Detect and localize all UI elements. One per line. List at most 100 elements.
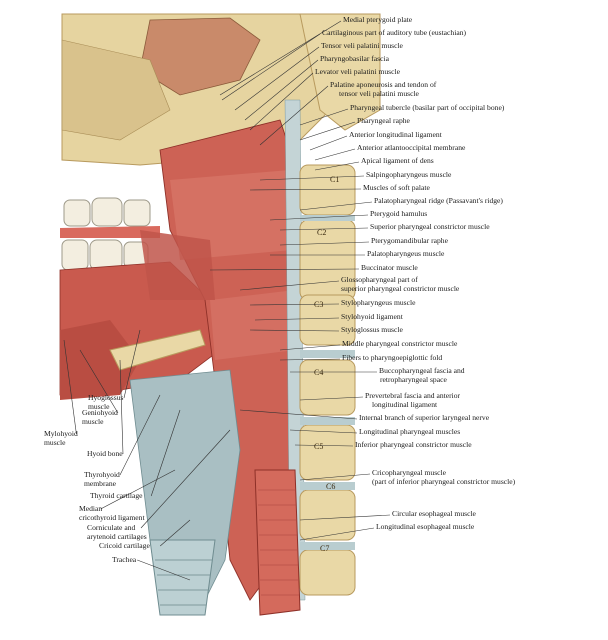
vertebra-label-c3: C3 bbox=[314, 300, 324, 309]
leader-stylopharyngeus bbox=[249, 303, 340, 306]
label-fibers-pharyngoepiglottic: Fibers to pharyngoepiglottic fold bbox=[342, 353, 443, 362]
vertebra-label-c1: C1 bbox=[330, 175, 340, 184]
leader-internal-branch-sln bbox=[239, 409, 358, 420]
label-cartilaginous-auditory-tube: Cartilaginous part of auditory tube (eus… bbox=[322, 28, 467, 37]
vertebra-label-c4: C4 bbox=[314, 368, 324, 377]
vertebra-label-c7: C7 bbox=[320, 544, 330, 553]
occipital-bone bbox=[299, 13, 381, 131]
esophagus-fibers bbox=[258, 489, 299, 596]
label-buccinator: Buccinator muscle bbox=[361, 263, 418, 272]
trachea-shape bbox=[149, 539, 216, 616]
label-palatopharyngeal-ridge: Palatopharyngeal ridge (Passavant's ridg… bbox=[374, 196, 503, 205]
leader-longitudinal-esophageal bbox=[299, 527, 375, 541]
label-hyoglossus: Hyoglossus bbox=[88, 393, 124, 402]
leader-mylohyoid bbox=[63, 339, 77, 435]
label-salpingopharyngeus: Salpingopharyngeus muscle bbox=[366, 170, 452, 179]
leader-buccinator bbox=[209, 268, 360, 271]
leader-cricopharyngeal bbox=[299, 473, 371, 481]
label-medial-pterygoid-plate: Medial pterygoid plate bbox=[343, 15, 413, 24]
label-apical-ligament-dens: Apical ligament of dens bbox=[361, 156, 434, 165]
label-median-cricothyroid: Median bbox=[79, 504, 103, 513]
label-internal-branch-sln: Internal branch of superior laryngeal ne… bbox=[359, 413, 490, 422]
label-corniculate-arytenoid: Corniculate and bbox=[87, 523, 136, 532]
vertebra-label-c2: C2 bbox=[317, 228, 327, 237]
leader-anterior-longitudinal-ligament bbox=[309, 135, 348, 151]
label-tensor-veli-palatini: Tensor veli palatini muscle bbox=[321, 41, 403, 50]
gums bbox=[60, 226, 160, 238]
label-stylopharyngeus: Stylopharyngeus muscle bbox=[341, 298, 416, 307]
label-longitudinal-pharyngeal: Longitudinal pharyngeal muscles bbox=[359, 427, 461, 436]
leader-levator-veli-palatini bbox=[249, 72, 314, 131]
label-mylohyoid: Mylohyoid bbox=[44, 429, 78, 438]
label-prevertebral-fascia-2: longitudinal ligament bbox=[372, 400, 438, 409]
leader-glossopharyngeal-part bbox=[239, 280, 340, 291]
leader-prevertebral-fascia bbox=[299, 396, 364, 401]
left-leader-lines bbox=[63, 329, 231, 581]
label-styloglossus: Styloglossus muscle bbox=[341, 325, 403, 334]
superior-constrictor-fibers bbox=[170, 170, 292, 260]
label-glossopharyngeal-part-2: superior pharyngeal constrictor muscle bbox=[341, 284, 460, 293]
leader-apical-ligament-dens bbox=[314, 161, 360, 171]
leader-longitudinal-pharyngeal bbox=[289, 429, 358, 434]
leader-hyoglossus bbox=[123, 329, 141, 399]
leader-pterygoid-hamulus bbox=[269, 214, 369, 221]
leader-fibers-pharyngoepiglottic bbox=[279, 358, 341, 361]
label-cricopharyngeal: Cricopharyngeal muscle bbox=[372, 468, 447, 477]
leader-tensor-veli-palatini bbox=[234, 46, 320, 111]
label-palatine-aponeurosis: Palatine aponeurosis and tendon of bbox=[330, 80, 437, 89]
leader-geniohyoid bbox=[79, 349, 119, 414]
leader-trachea bbox=[137, 559, 191, 581]
label-superior-constrictor: Superior pharyngeal constrictor muscle bbox=[370, 222, 490, 231]
buccinator-shape bbox=[140, 230, 215, 300]
label-levator-veli-palatini: Levator veli palatini muscle bbox=[315, 67, 400, 76]
label-pharyngobasilar-fascia: Pharyngobasilar fascia bbox=[320, 54, 389, 63]
leader-pharyngeal-tubercle bbox=[299, 108, 349, 126]
label-median-cricothyroid-2: cricothyroid ligament bbox=[79, 513, 145, 522]
leader-styloglossus bbox=[249, 329, 340, 332]
middle-constrictor-fibers bbox=[210, 290, 295, 360]
leader-middle-constrictor bbox=[279, 344, 341, 351]
leader-hyoid-bone bbox=[119, 359, 124, 455]
leader-cricoid-cartilage bbox=[160, 519, 191, 547]
label-pterygomandibular-raphe: Pterygomandibular raphe bbox=[371, 236, 448, 245]
leader-thyrohyoid-membrane bbox=[119, 394, 161, 476]
right-leader-lines bbox=[209, 20, 391, 541]
label-corniculate-arytenoid-2: arytenoid cartilages bbox=[87, 532, 147, 541]
leader-salpingopharyngeus bbox=[259, 175, 365, 181]
leader-stylohyoid-ligament bbox=[254, 317, 340, 321]
label-anterior-longitudinal-ligament: Anterior longitudinal ligament bbox=[349, 130, 442, 139]
label-buccopharyngeal-fascia-2: retropharyngeal space bbox=[380, 375, 447, 384]
label-muscles-soft-palate: Muscles of soft palate bbox=[363, 183, 430, 192]
label-palatine-aponeurosis-2: tensor veli palatini muscle bbox=[339, 89, 419, 98]
leader-inferior-constrictor bbox=[294, 444, 354, 447]
label-inferior-constrictor: Inferior pharyngeal constrictor muscle bbox=[355, 440, 472, 449]
leader-corniculate-arytenoid bbox=[140, 429, 231, 529]
leader-anterior-atlantooccipital-membrane bbox=[314, 148, 356, 161]
leader-thyroid-cartilage bbox=[150, 409, 181, 497]
label-geniohyoid-2: muscle bbox=[82, 417, 104, 426]
leader-pterygomandibular-raphe bbox=[279, 241, 370, 246]
label-palatopharyngeus: Palatopharyngeus muscle bbox=[367, 249, 445, 258]
label-middle-constrictor: Middle pharyngeal constrictor muscle bbox=[342, 339, 458, 348]
leader-palatine-aponeurosis bbox=[259, 85, 329, 146]
label-stylohyoid-ligament: Stylohyoid ligament bbox=[341, 312, 403, 321]
leader-muscles-soft-palate bbox=[249, 188, 362, 191]
label-pharyngeal-raphe: Pharyngeal raphe bbox=[357, 116, 410, 125]
label-circular-esophageal: Circular esophageal muscle bbox=[392, 509, 476, 518]
esophagus-shape bbox=[254, 469, 301, 616]
label-geniohyoid: Geniohyoid bbox=[82, 408, 118, 417]
label-pharyngeal-tubercle: Pharyngeal tubercle (basilar part of occ… bbox=[350, 103, 505, 112]
label-longitudinal-esophageal: Longitudinal esophageal muscle bbox=[376, 522, 475, 531]
label-glossopharyngeal-part: Glossopharyngeal part of bbox=[341, 275, 418, 284]
label-cricoid-cartilage: Cricoid cartilage bbox=[99, 541, 150, 550]
label-thyroid-cartilage: Thyroid cartilage bbox=[90, 491, 143, 500]
label-mylohyoid-2: muscle bbox=[44, 438, 66, 447]
leader-pharyngeal-raphe bbox=[299, 121, 356, 141]
label-prevertebral-fascia: Prevertebral fascia and anterior bbox=[365, 391, 461, 400]
label-hyoglossus-2: muscle bbox=[88, 402, 110, 411]
label-thyrohyoid-membrane-2: membrane bbox=[84, 479, 117, 488]
leader-circular-esophageal bbox=[299, 514, 391, 521]
label-thyrohyoid-membrane: Thyrohyoid bbox=[84, 470, 120, 479]
